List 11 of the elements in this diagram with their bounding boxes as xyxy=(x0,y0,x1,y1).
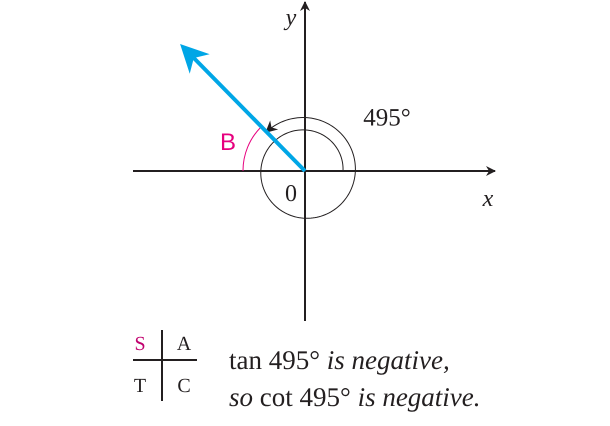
axis-label: y xyxy=(286,6,296,30)
note-text: tan 495° is negative, xyxy=(229,347,450,374)
quadrant-label: S xyxy=(134,334,146,354)
angle-label: B xyxy=(220,131,236,155)
quadrant-label: A xyxy=(176,334,192,354)
quadrant-label: C xyxy=(177,376,191,396)
note-text: so cot 495° is negative. xyxy=(229,384,481,411)
angle-label: 495° xyxy=(363,106,411,130)
origin-label: 0 xyxy=(285,182,297,206)
axis-label: x xyxy=(482,187,494,211)
quadrant-label: T xyxy=(134,376,146,396)
